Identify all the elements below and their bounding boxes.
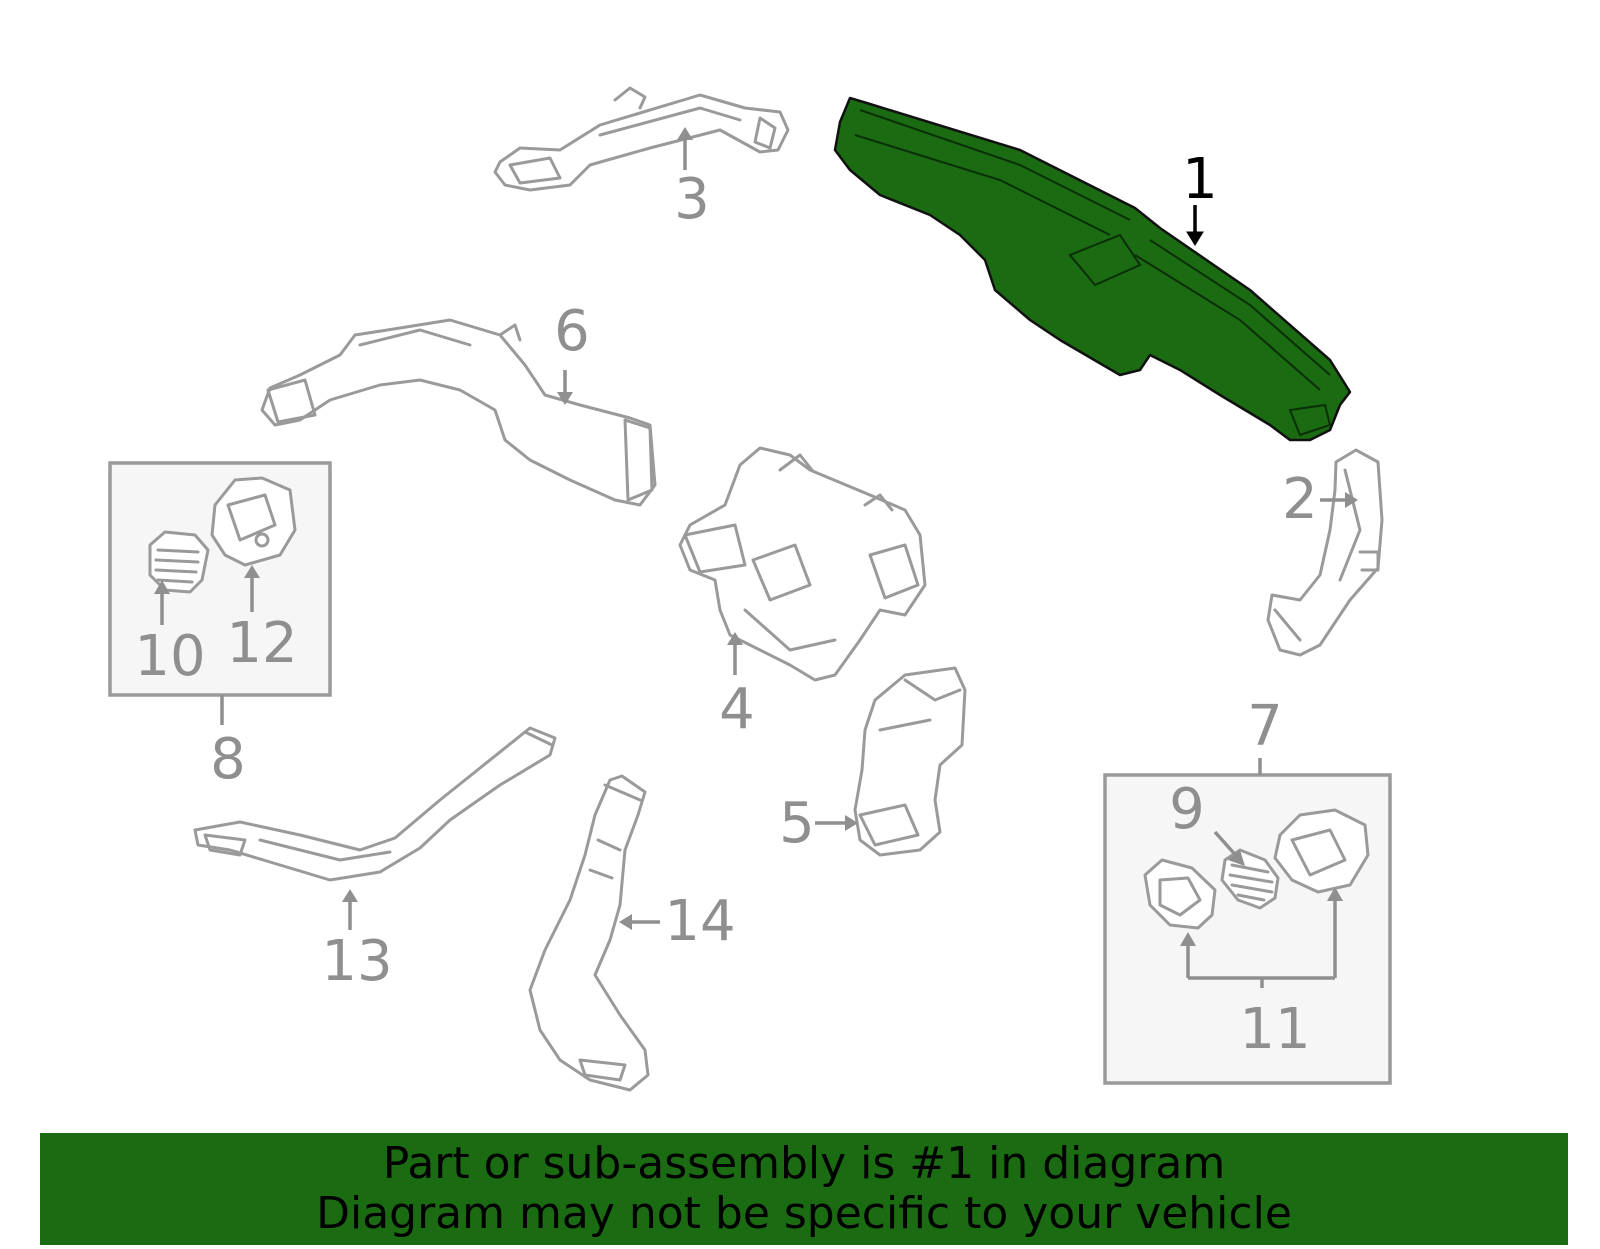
callout-3: 3 (674, 167, 710, 232)
kit-8-box[interactable] (108, 461, 332, 697)
part-4-center-duct[interactable] (678, 446, 927, 682)
part-12-vent-housing[interactable] (210, 476, 297, 567)
banner-line-1: Part or sub-assembly is #1 in diagram (382, 1138, 1226, 1189)
callout-14: 14 (664, 889, 735, 954)
part-11-vent-housing[interactable] (1273, 808, 1370, 894)
callout-6: 6 (554, 299, 590, 364)
callout-11: 11 (1239, 997, 1310, 1062)
callout-13: 13 (321, 929, 392, 994)
callout-1: 1 (1182, 147, 1218, 212)
callout-4: 4 (719, 677, 755, 742)
callout-10: 10 (134, 624, 205, 689)
part-14-floor-duct[interactable] (528, 774, 650, 1092)
banner-line-2: Diagram may not be specific to your vehi… (316, 1188, 1292, 1239)
callout-9: 9 (1169, 777, 1205, 842)
callout-12: 12 (226, 611, 297, 676)
kit-7-box[interactable] (1103, 773, 1392, 1085)
part-9-vent-grille[interactable] (1220, 848, 1280, 910)
callout-2: 2 (1282, 467, 1318, 532)
leader-lines (154, 127, 1358, 988)
callout-8: 8 (210, 727, 246, 792)
callout-5: 5 (779, 791, 815, 856)
part-5-duct[interactable] (853, 666, 967, 857)
notice-banner: Part or sub-assembly is #1 in diagram Di… (40, 1133, 1568, 1245)
part-10-vent-grille[interactable] (148, 530, 210, 594)
part-13-floor-duct[interactable] (193, 726, 557, 882)
part-6-duct[interactable] (260, 318, 657, 507)
part-1-main-duct[interactable] (833, 96, 1352, 442)
callout-7: 7 (1247, 694, 1283, 759)
part-11-vent-bezel[interactable] (1143, 858, 1217, 930)
part-3-duct[interactable] (493, 86, 790, 192)
